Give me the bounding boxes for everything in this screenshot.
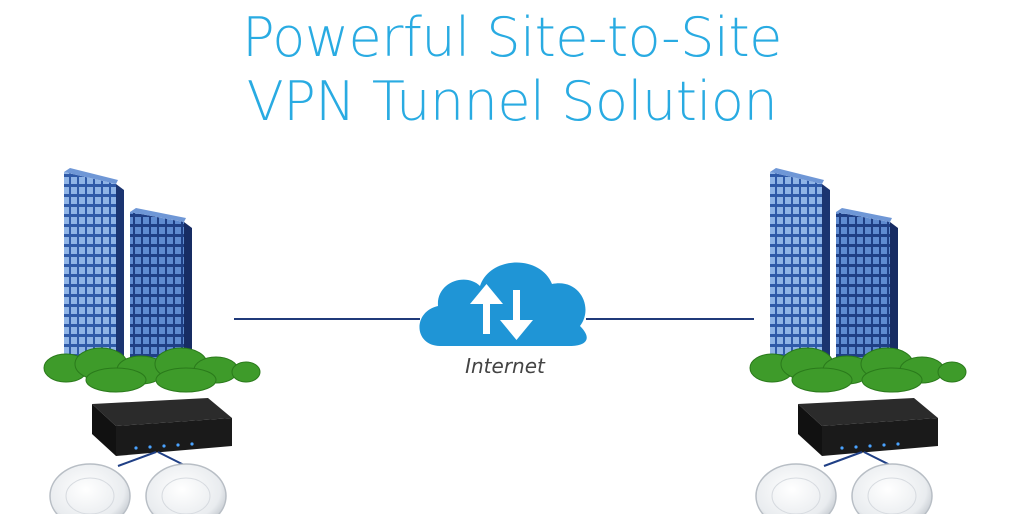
internet-label: Internet bbox=[465, 354, 545, 378]
site-right bbox=[749, 167, 967, 514]
page-title: Powerful Site-to-Site VPN Tunnel Solutio… bbox=[0, 6, 1024, 134]
title-line-2: VPN Tunnel Solution bbox=[246, 70, 778, 133]
site-left bbox=[43, 167, 261, 514]
cloud-upload-download-icon bbox=[419, 262, 587, 346]
title-line-1: Powerful Site-to-Site bbox=[242, 6, 782, 69]
